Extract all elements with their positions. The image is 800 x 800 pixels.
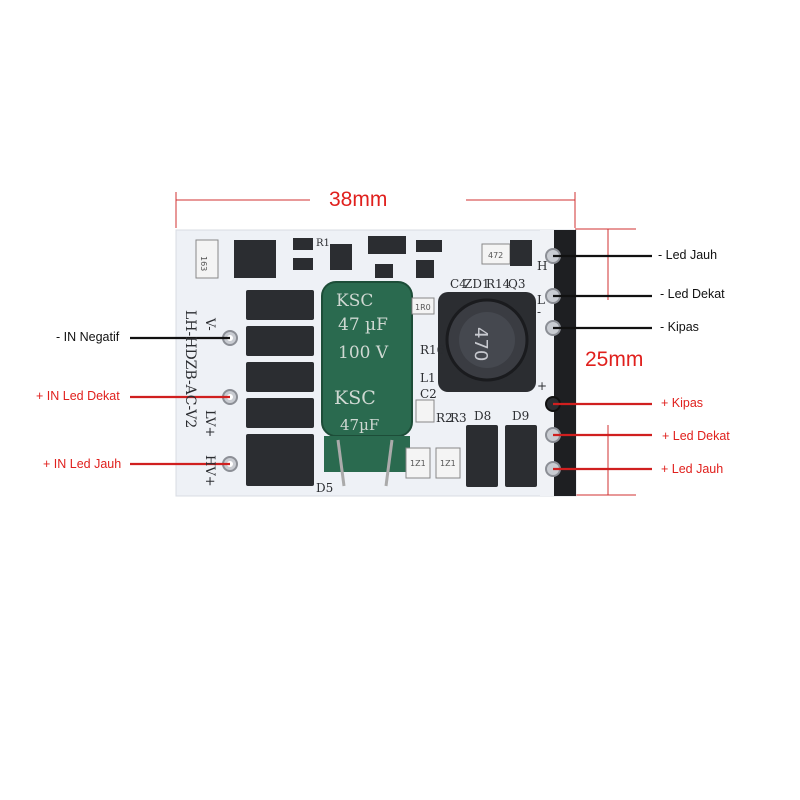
height-dimension-label: 25mm bbox=[585, 348, 644, 371]
ref-r14: R14 bbox=[486, 277, 511, 291]
pin-label-lvplus: LV+ bbox=[202, 410, 217, 437]
diode-column bbox=[246, 290, 314, 486]
resistor-marking-1z1-b: 1Z1 bbox=[440, 459, 456, 468]
capacitor-brand: KSC bbox=[336, 291, 373, 311]
ref-q3: Q3 bbox=[508, 277, 525, 291]
pin-label-plus: + bbox=[537, 379, 547, 393]
inductor-marking: 470 bbox=[470, 327, 491, 361]
ref-d5: D5 bbox=[316, 481, 333, 495]
ref-l1: L1 bbox=[420, 371, 436, 385]
label-led-dekat-pos: + Led Dekat bbox=[662, 429, 730, 443]
connection-lines bbox=[130, 254, 652, 471]
ref-c2: C2 bbox=[420, 387, 437, 401]
label-kipas-pos: + Kipas bbox=[661, 396, 704, 410]
resistor-marking-1r0: 1R0 bbox=[415, 303, 431, 312]
ref-r1: R1 bbox=[316, 238, 330, 249]
capacitor-brand-2: KSC bbox=[334, 387, 376, 409]
ref-r16: R16 bbox=[420, 343, 444, 357]
ref-d8: D8 bbox=[474, 409, 491, 423]
top-components bbox=[195, 236, 532, 279]
inductor bbox=[438, 292, 536, 392]
ref-d9: D9 bbox=[512, 409, 529, 423]
pin-label-h: H bbox=[537, 259, 547, 273]
ref-r2: R2 bbox=[436, 411, 453, 425]
label-in-led-dekat: + IN Led Dekat bbox=[36, 389, 120, 403]
ref-r3: R3 bbox=[450, 411, 467, 425]
pin-label-vminus: V- bbox=[202, 317, 217, 331]
label-in-led-jauh: + IN Led Jauh bbox=[43, 457, 122, 471]
ref-zd1: ZD1 bbox=[464, 277, 490, 291]
resistor-marking-163: 163 bbox=[199, 256, 208, 271]
label-kipas-neg: - Kipas bbox=[660, 320, 699, 334]
pin-label-hvplus: HV+ bbox=[202, 455, 217, 487]
label-led-dekat-neg: - Led Dekat bbox=[660, 287, 725, 301]
pin-label-l: L bbox=[537, 293, 545, 307]
width-dimension bbox=[175, 192, 576, 228]
silkscreen-model: LH-HDZB-AC-V2 bbox=[182, 310, 198, 428]
width-dimension-label: 38mm bbox=[329, 188, 388, 211]
capacitor-voltage: 100 V bbox=[338, 343, 389, 363]
capacitor-value: 47 µF bbox=[338, 315, 388, 335]
misc-components bbox=[405, 297, 537, 487]
capacitor-value-2: 47µF bbox=[340, 416, 379, 434]
capacitor bbox=[321, 281, 413, 487]
label-in-negatif: - IN Negatif bbox=[56, 330, 120, 344]
resistor-marking-1z1-a: 1Z1 bbox=[410, 459, 426, 468]
height-dimension bbox=[575, 228, 636, 496]
label-led-jauh-pos: + Led Jauh bbox=[661, 462, 724, 476]
label-led-jauh-neg: - Led Jauh bbox=[658, 248, 718, 262]
ref-c4: C4 bbox=[450, 277, 467, 291]
right-pins bbox=[545, 248, 561, 477]
pin-label-minus: - bbox=[537, 305, 541, 319]
resistor-marking-472: 472 bbox=[488, 251, 503, 260]
